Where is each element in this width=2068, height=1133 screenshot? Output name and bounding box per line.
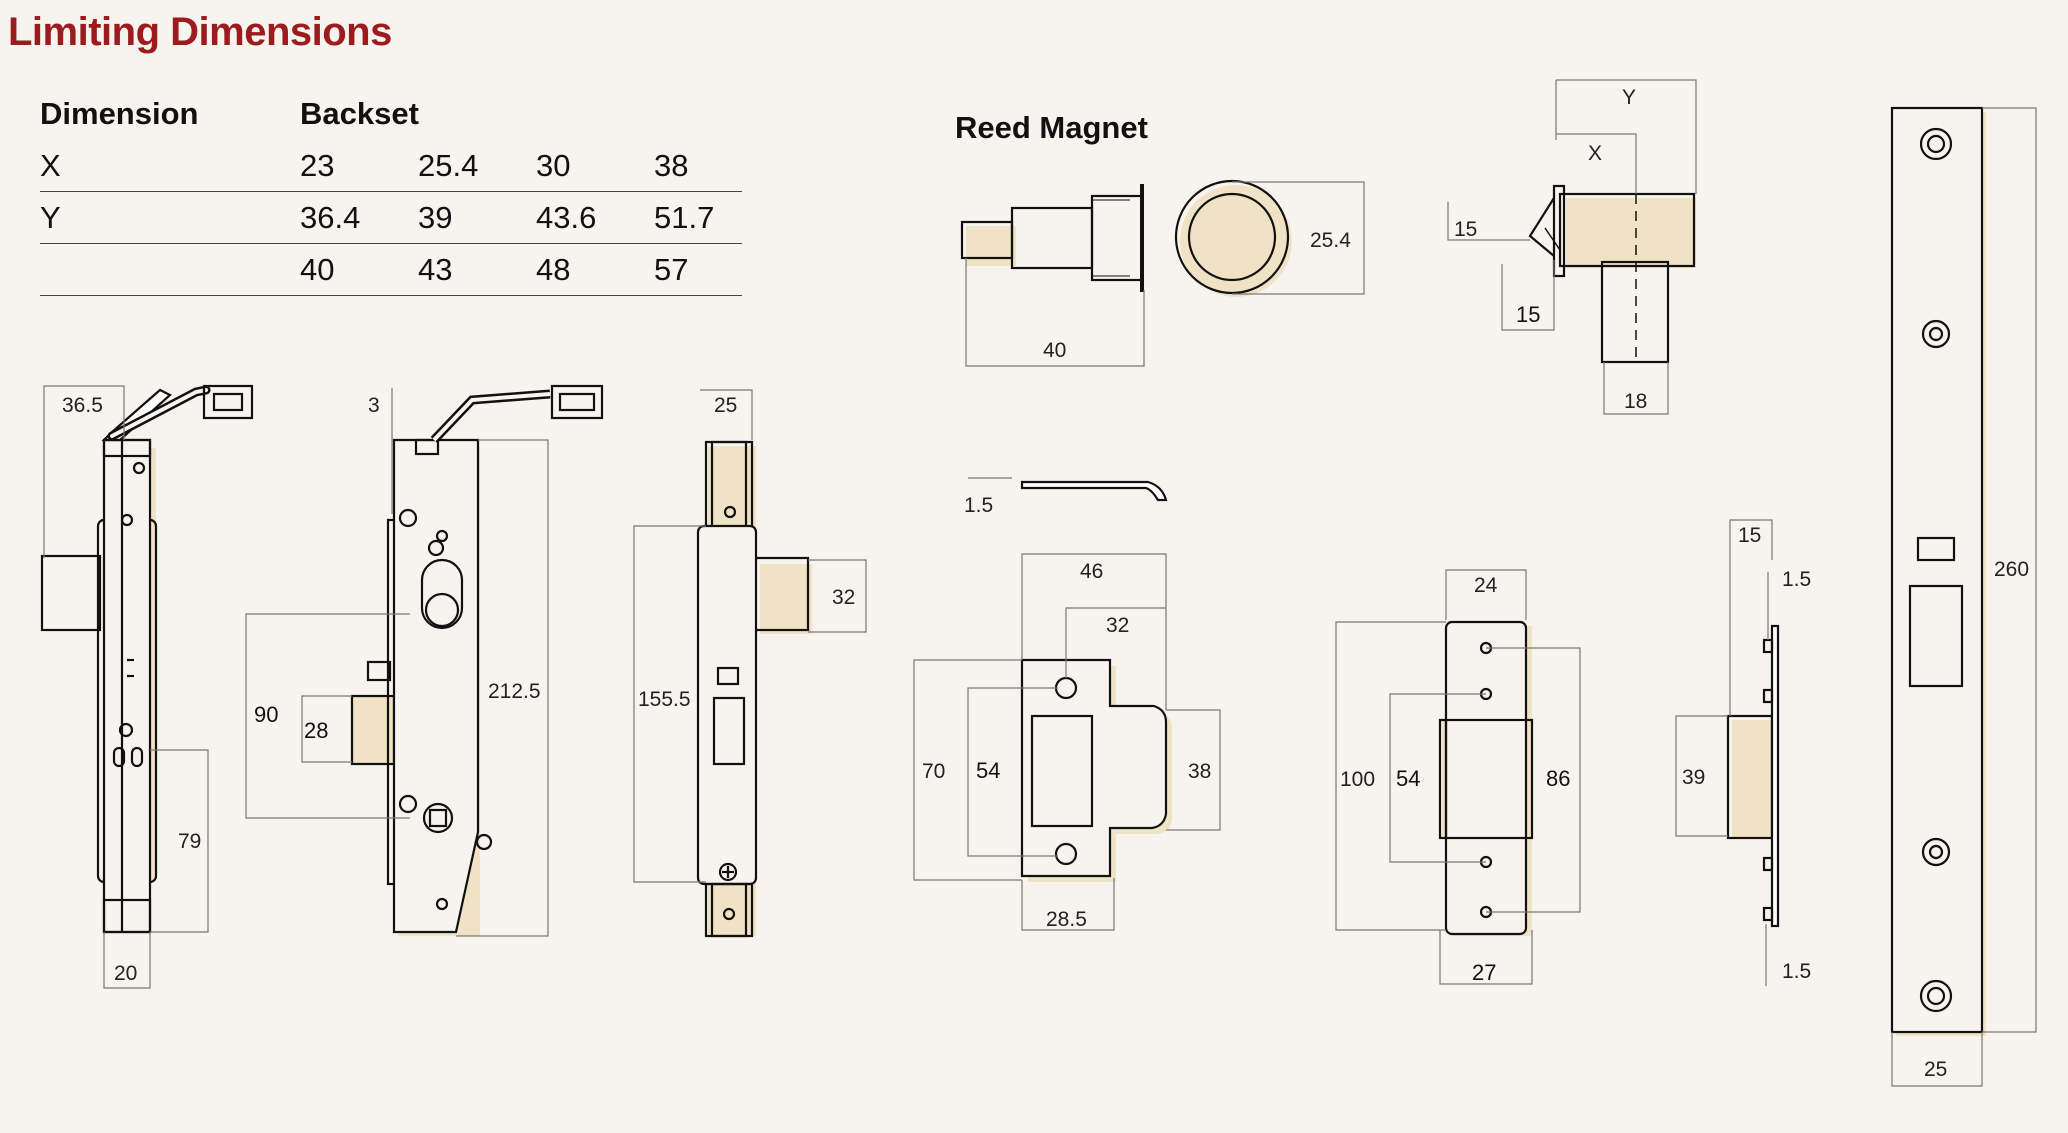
- row-label: [40, 243, 300, 296]
- table-cell: 40: [300, 243, 418, 296]
- dim-label: 54: [1396, 766, 1420, 791]
- dim-label: 24: [1474, 574, 1498, 597]
- dim-label: 38: [1188, 760, 1211, 783]
- table-cell: 30: [536, 140, 654, 192]
- dim-label: 46: [1080, 560, 1103, 583]
- dim-label: 36.5: [62, 394, 103, 417]
- header-dimension: Dimension: [40, 96, 199, 131]
- dim-label: 28: [304, 718, 328, 743]
- lock-side-view: [40, 384, 254, 934]
- lock-edge-view: [696, 440, 812, 938]
- dim-label: 1.5: [1782, 960, 1811, 983]
- row-label: X: [40, 140, 300, 192]
- dim-label: 155.5: [638, 688, 691, 711]
- table-row: X 23 25.4 30 38: [40, 140, 742, 192]
- header-backset: Backset: [300, 96, 419, 131]
- table-row: 40 43 48 57: [40, 243, 742, 296]
- dim-label: 32: [832, 586, 855, 609]
- dim-label: 90: [254, 702, 278, 727]
- dim-label: 15: [1454, 218, 1477, 241]
- table-cell: 36.4: [300, 191, 418, 244]
- reed-magnet-side: [960, 184, 1144, 292]
- page-title: Limiting Dimensions: [8, 10, 392, 54]
- dim-label: 260: [1994, 558, 2029, 581]
- strike-side: [1726, 624, 1780, 928]
- reed-magnet-title: Reed Magnet: [955, 110, 1148, 145]
- lock-front-view: [350, 384, 604, 936]
- dim-label: 20: [114, 962, 137, 985]
- dimension-lines: [43, 79, 2037, 1087]
- dim-label: 79: [178, 830, 201, 853]
- dim-label: 70: [922, 760, 945, 783]
- dim-label: 15: [1738, 524, 1761, 547]
- dim-label: 100: [1340, 768, 1375, 791]
- dim-label: 25: [714, 394, 737, 417]
- table-cell: 48: [536, 243, 654, 296]
- strike-plate: [1020, 658, 1172, 882]
- table-cell: 43: [418, 243, 536, 296]
- dim-label: 39: [1682, 766, 1705, 789]
- dim-label: 15: [1516, 302, 1540, 327]
- table-header-row: Dimension Backset: [40, 88, 742, 140]
- reed-magnet-front: [1174, 179, 1292, 297]
- box-strike: [1438, 620, 1534, 936]
- dimension-table: Dimension Backset X 23 25.4 30 38 Y 36.4…: [40, 88, 742, 296]
- table-cell: 23: [300, 140, 418, 192]
- table-cell: 39: [418, 191, 536, 244]
- dim-label: 54: [976, 758, 1000, 783]
- dim-label: 212.5: [488, 680, 541, 703]
- table-cell: 51.7: [654, 191, 742, 244]
- dim-label: 32: [1106, 614, 1129, 637]
- dim-label: 25.4: [1310, 229, 1351, 252]
- dim-label: 28.5: [1046, 908, 1087, 931]
- dim-label: 18: [1624, 390, 1647, 413]
- dim-label: 86: [1546, 766, 1570, 791]
- bolt-detail: [1528, 184, 1696, 364]
- table-cell: 25.4: [418, 140, 536, 192]
- dim-label: Y: [1622, 86, 1636, 109]
- dim-label: X: [1588, 142, 1602, 165]
- dim-label: 1.5: [964, 494, 993, 517]
- table-cell: 38: [654, 140, 742, 192]
- dim-label: 27: [1472, 960, 1496, 985]
- dim-label: 25: [1924, 1058, 1947, 1081]
- dim-label: 3: [368, 394, 380, 417]
- faceplate: [1890, 106, 1986, 1036]
- spring-plate: [1020, 480, 1168, 502]
- table-cell: 57: [654, 243, 742, 296]
- table-row: Y 36.4 39 43.6 51.7: [40, 191, 742, 244]
- table-cell: 43.6: [536, 191, 654, 244]
- dim-label: 40: [1043, 339, 1066, 362]
- row-label: Y: [40, 191, 300, 244]
- dim-label: 1.5: [1782, 568, 1811, 591]
